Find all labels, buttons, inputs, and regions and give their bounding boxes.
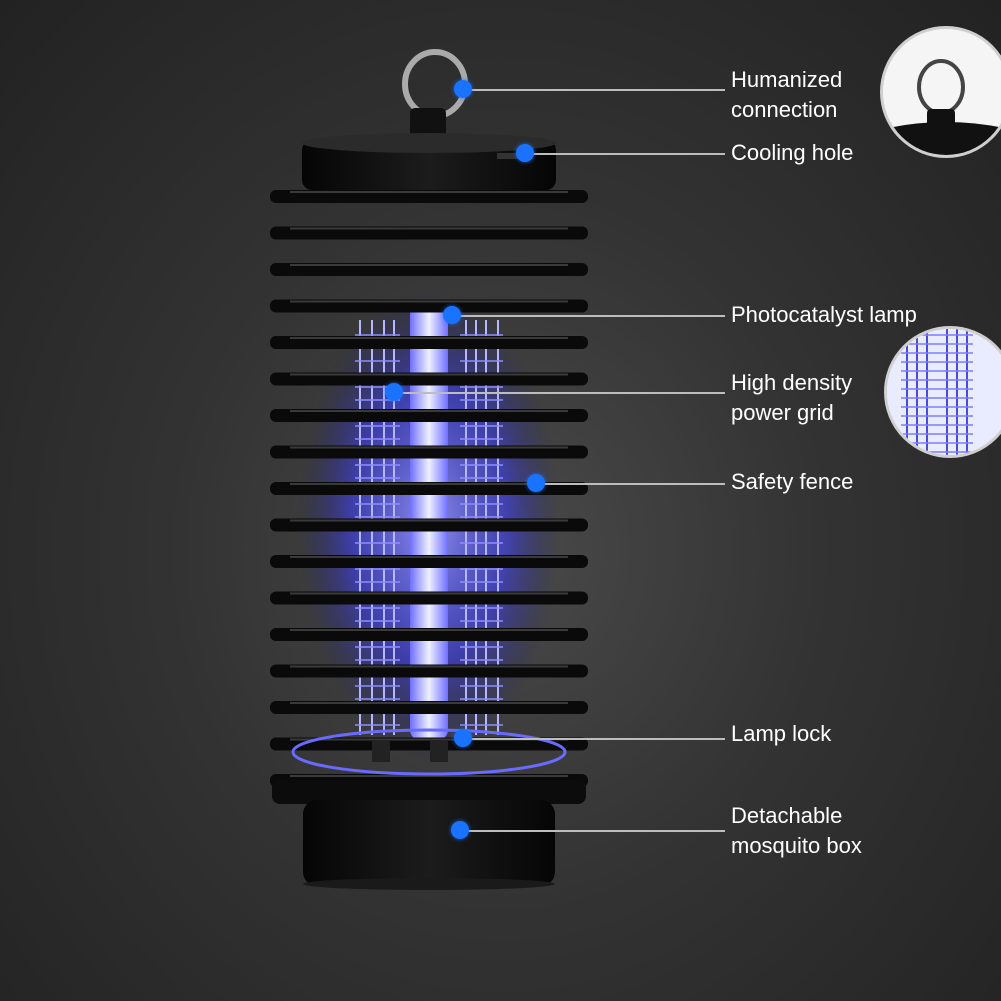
grid-closeup-icon (887, 329, 1001, 455)
leader-line (536, 483, 725, 485)
fin-highlight (290, 629, 568, 631)
fin-highlight (290, 373, 568, 376)
callout-dot (454, 80, 472, 98)
fence-fin (270, 737, 588, 751)
callout-dot (385, 383, 403, 401)
fence-fin (270, 518, 588, 532)
hook-closeup-inset (880, 26, 1001, 158)
fin-highlight (290, 775, 568, 777)
fence-fin (270, 664, 588, 678)
label-lamp-lock: Lamp lock (731, 721, 832, 746)
safety-fence-rings (270, 190, 588, 787)
fence-fin (270, 226, 588, 240)
callout-dot (443, 306, 461, 324)
hook-closeup-icon (883, 29, 1001, 155)
fence-fin (270, 628, 588, 641)
fence-fin (270, 190, 588, 203)
hanging-ring (402, 49, 468, 142)
fence-fin (270, 445, 588, 459)
fence-fin (270, 591, 588, 605)
fin-highlight (290, 592, 568, 595)
callout-dot (527, 474, 545, 492)
fin-highlight (290, 519, 568, 522)
lamp-lock-base (291, 728, 567, 776)
fence-fin (270, 263, 588, 276)
fence-fin (270, 409, 588, 422)
fence-fin (270, 555, 588, 568)
top-cap (302, 133, 556, 190)
fin-highlight (290, 191, 568, 193)
leader-line (463, 738, 725, 740)
fin-highlight (290, 665, 568, 668)
fence-fin (270, 372, 588, 386)
leader-line (525, 153, 725, 155)
callout-dot (451, 821, 469, 839)
label-cooling-hole: Cooling hole (731, 140, 854, 165)
fin-highlight (290, 300, 568, 303)
leader-line (394, 392, 725, 394)
fence-fin (270, 299, 588, 313)
callout-dot (454, 729, 472, 747)
fin-highlight (290, 702, 568, 704)
fin-highlight (290, 227, 568, 230)
fence-fin (270, 482, 588, 495)
grid-closeup-inset (884, 326, 1001, 458)
label-photocatalyst-lamp: Photocatalyst lamp (731, 302, 917, 327)
leader-line (452, 315, 725, 317)
fin-highlight (290, 337, 568, 339)
fin-highlight (290, 446, 568, 449)
fence-fin (270, 701, 588, 714)
callout-dot (516, 144, 534, 162)
fin-highlight (290, 738, 568, 741)
fin-highlight (290, 264, 568, 266)
leader-line (463, 89, 725, 91)
fin-highlight (290, 556, 568, 558)
leader-line (460, 830, 725, 832)
fin-highlight (290, 410, 568, 412)
label-safety-fence: Safety fence (731, 469, 854, 494)
fin-highlight (290, 483, 568, 485)
mosquito-tray (272, 780, 586, 890)
fence-fin (270, 336, 588, 349)
